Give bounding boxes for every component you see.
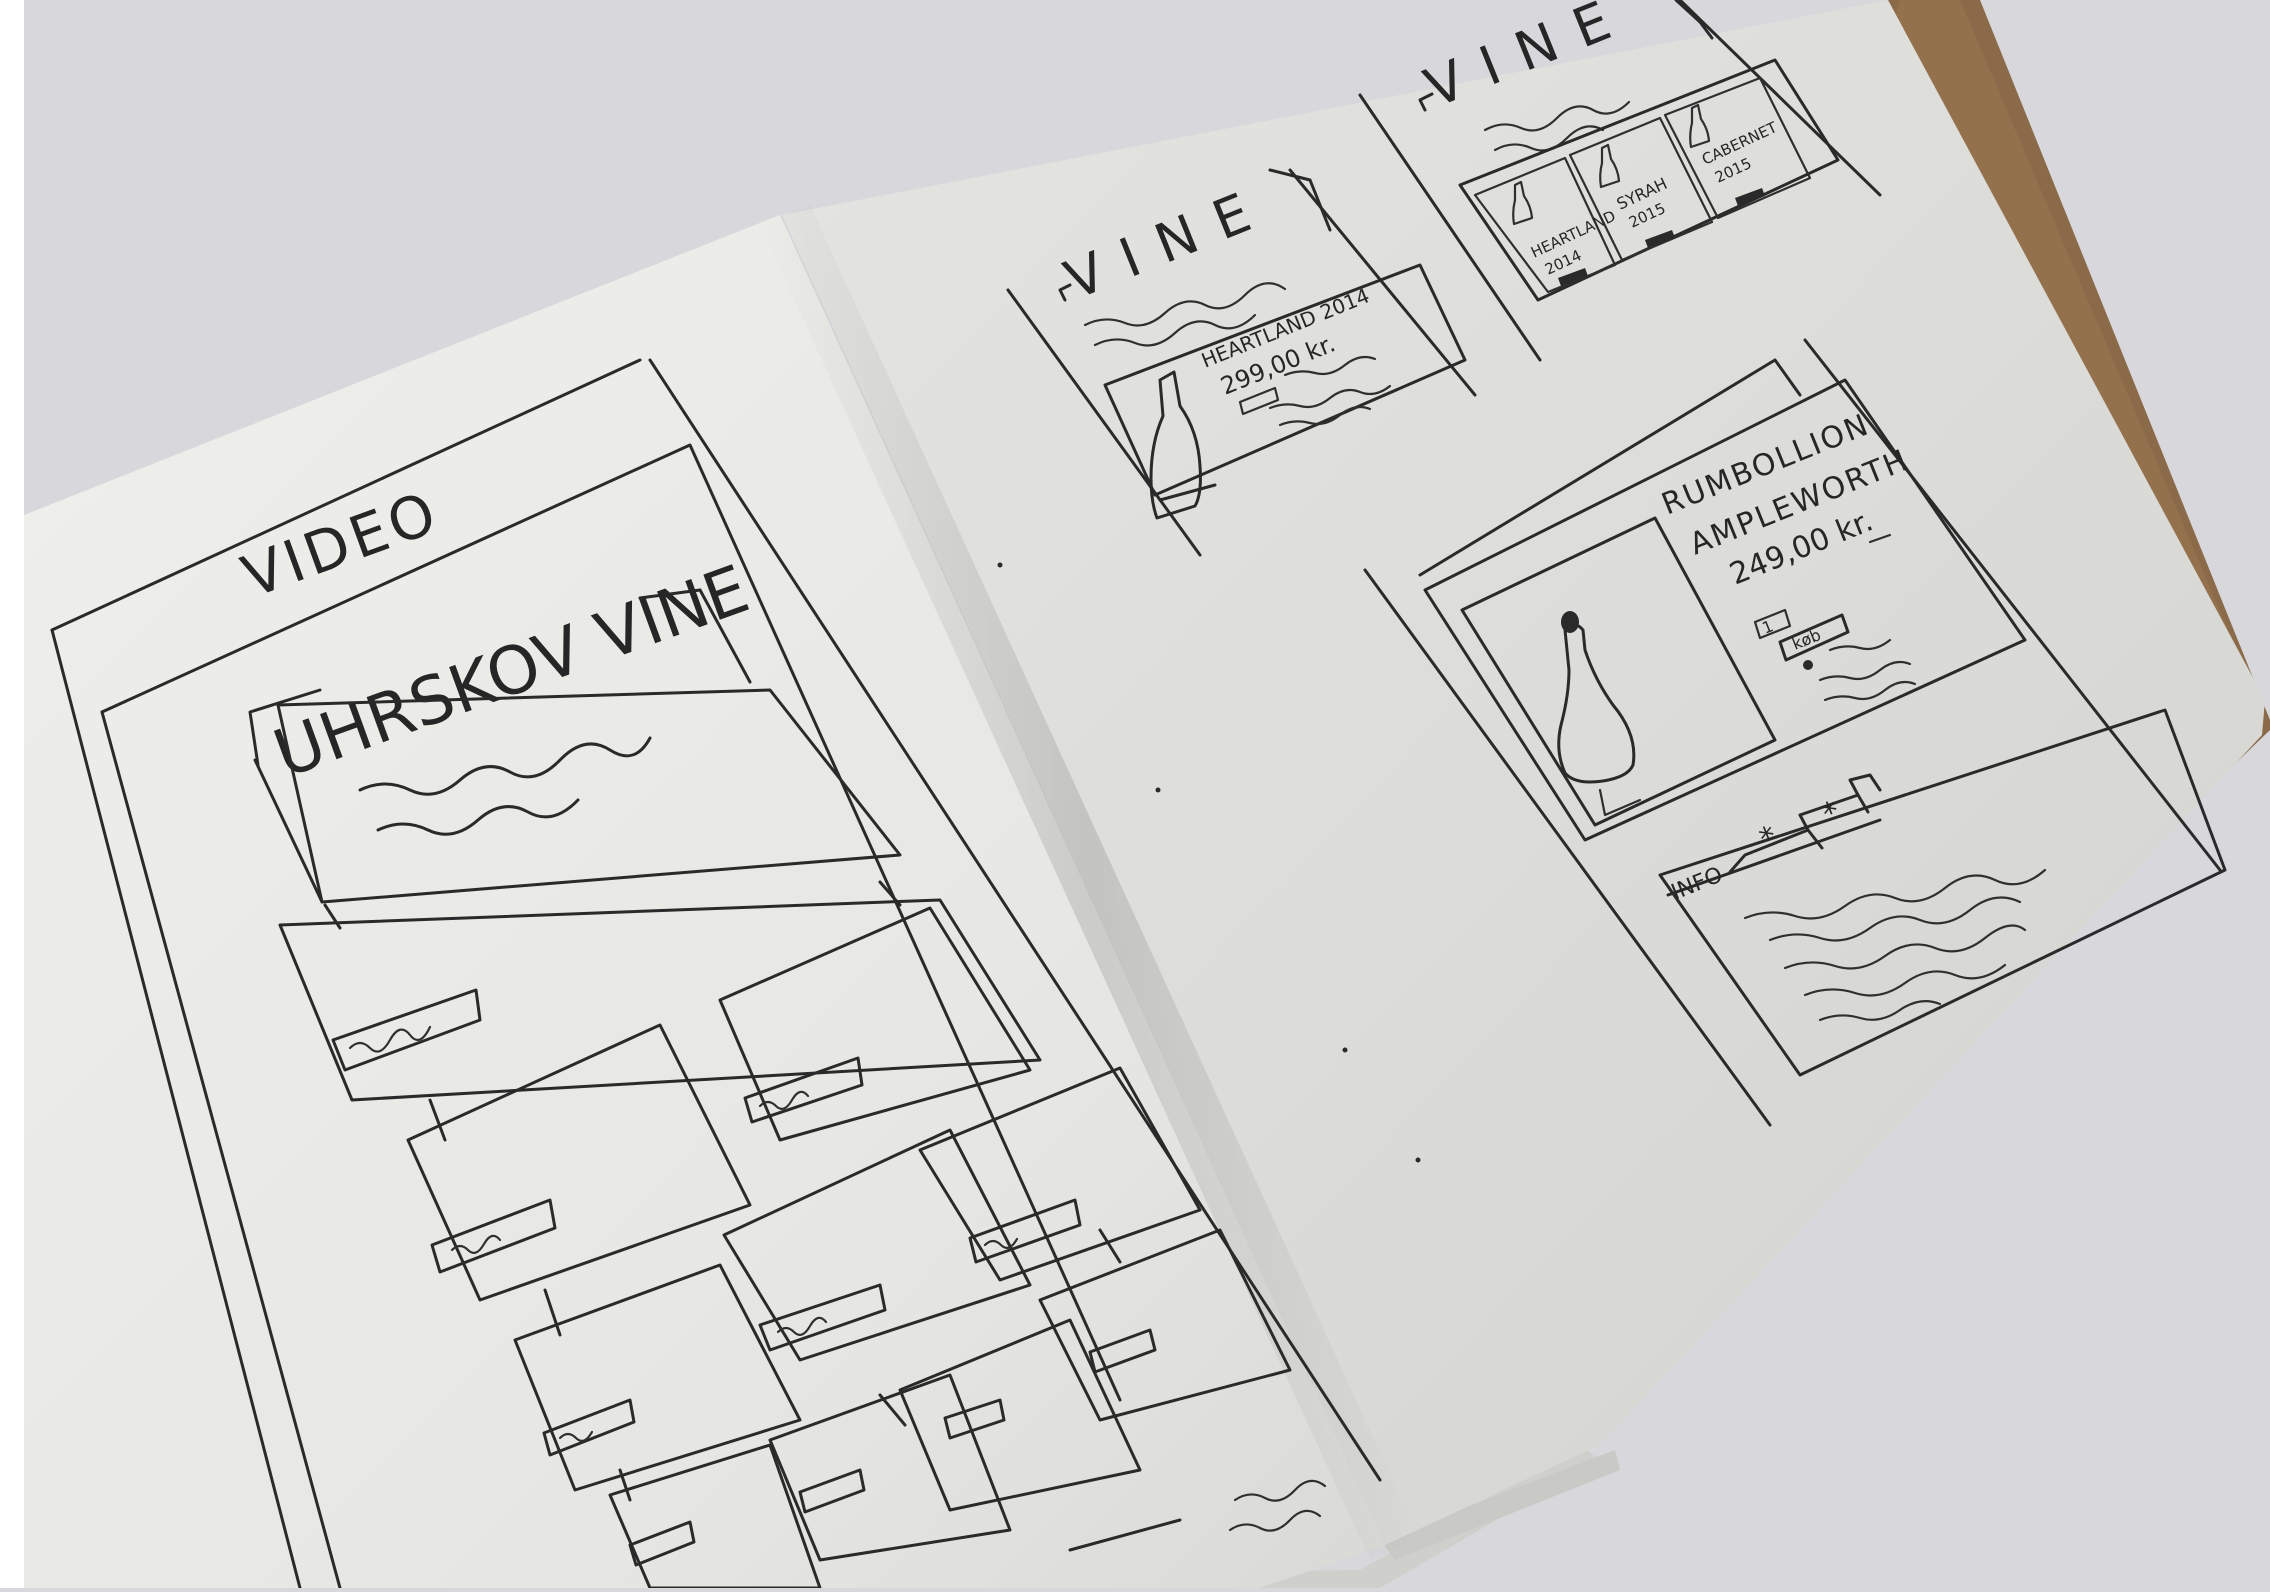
image-edge-strip bbox=[0, 0, 24, 1588]
